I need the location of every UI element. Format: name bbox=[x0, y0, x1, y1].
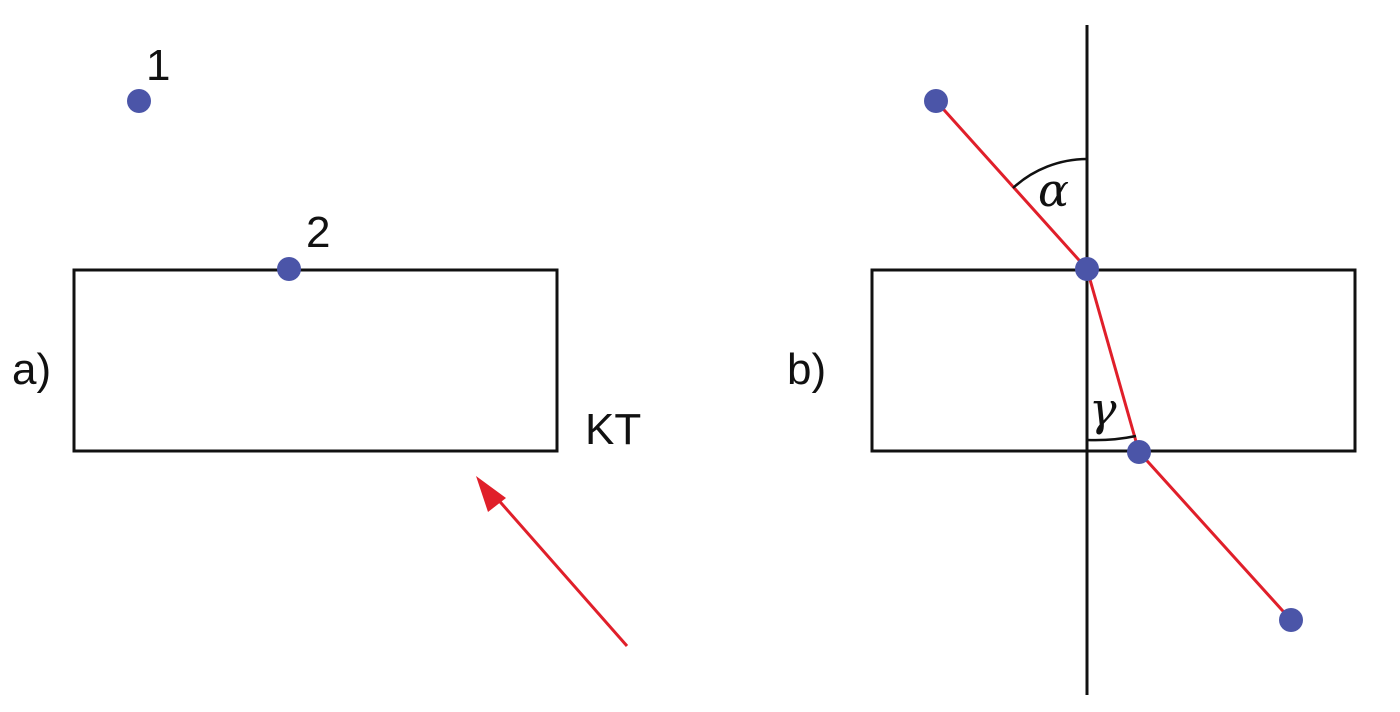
point-entry bbox=[1075, 257, 1099, 281]
emergent-ray bbox=[1137, 450, 1293, 622]
panel-b: b) α γ bbox=[787, 25, 1357, 695]
panel-b-label: b) bbox=[787, 345, 826, 394]
panel-a-label: a) bbox=[12, 345, 51, 394]
glass-block-a bbox=[72, 268, 559, 453]
point-2-label: 2 bbox=[306, 208, 330, 257]
point-2 bbox=[277, 257, 301, 281]
panel-a: a) 1 2 KT bbox=[12, 41, 641, 647]
angle-alpha-arc bbox=[1012, 157, 1088, 189]
point-exit bbox=[1127, 440, 1151, 464]
point-1 bbox=[127, 89, 151, 113]
point-1-label: 1 bbox=[146, 41, 170, 90]
view-direction-arrowhead bbox=[476, 476, 506, 512]
incident-ray bbox=[934, 99, 1089, 271]
refracted-ray bbox=[1085, 268, 1141, 453]
point-outgoing bbox=[1279, 608, 1303, 632]
angle-alpha-label: α bbox=[1038, 163, 1069, 217]
angle-gamma-label: γ bbox=[1089, 382, 1117, 436]
glass-block-b bbox=[870, 268, 1357, 453]
angle-gamma-arc bbox=[1086, 434, 1137, 442]
block-label-kt: KT bbox=[585, 405, 641, 454]
point-source bbox=[924, 89, 948, 113]
view-direction-arrow bbox=[485, 486, 629, 647]
